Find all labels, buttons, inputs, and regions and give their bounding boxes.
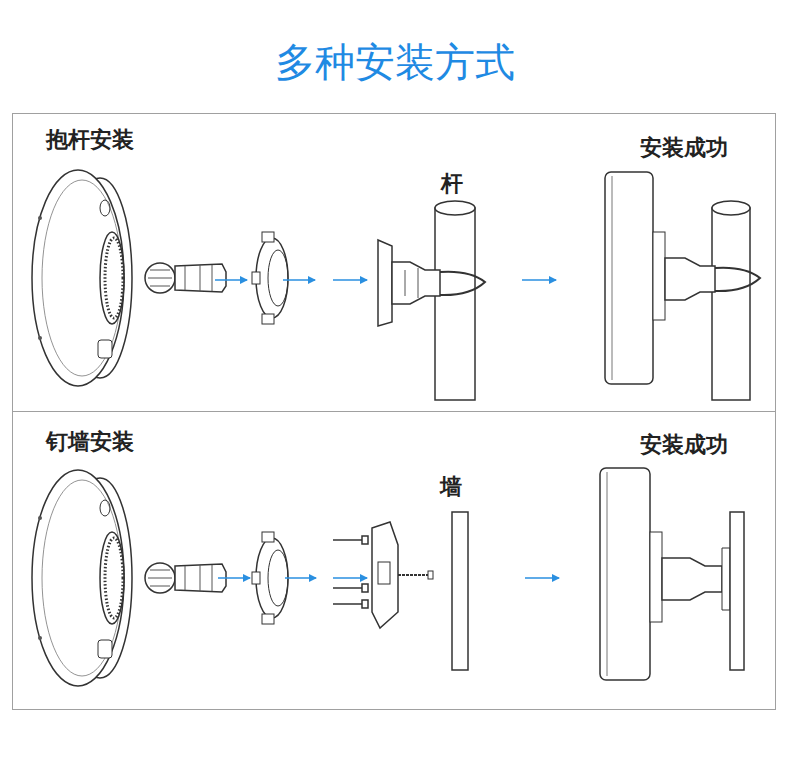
part-label: 杆 (441, 172, 463, 196)
install-panel: 钉墙安装墙 安装成功 (12, 411, 776, 710)
page-title: 多种安装方式 (275, 38, 515, 86)
result-label: 安装成功 (640, 136, 728, 160)
result-label: 安装成功 (640, 433, 728, 457)
install-panel: 抱杆安装杆 安装成功 (12, 113, 776, 412)
panel-heading: 抱杆安装 (46, 128, 134, 152)
part-label: 墙 (440, 475, 462, 499)
panel-heading: 钉墙安装 (46, 430, 134, 454)
